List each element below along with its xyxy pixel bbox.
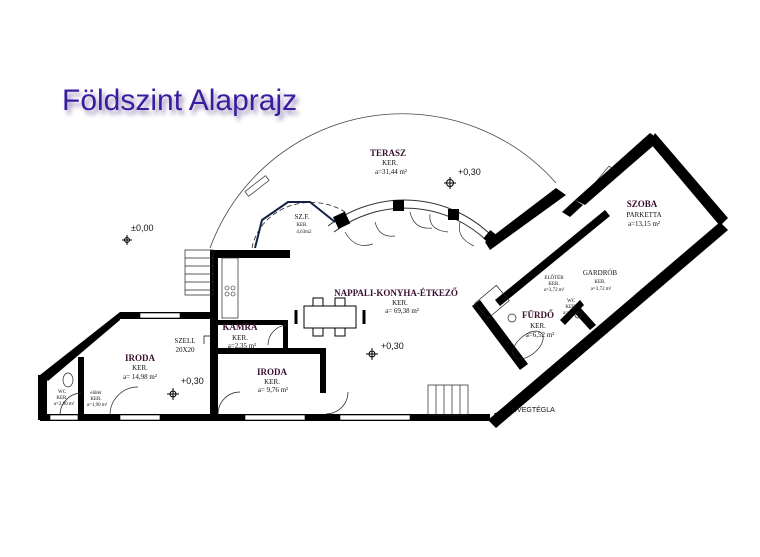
kitchen-counter bbox=[221, 257, 239, 319]
dining-table-icon bbox=[294, 297, 366, 337]
room-area-wc: a=1,5 m² bbox=[563, 310, 581, 316]
room-area-iroda-2: a= 9,76 m² bbox=[258, 386, 288, 394]
room-name-gardrob: GARDRÓB bbox=[583, 269, 618, 277]
curved-wall-inner bbox=[333, 207, 489, 243]
room-area-gardrob: a=3,72 m² bbox=[591, 286, 612, 292]
room-floor-furdo: KER. bbox=[530, 322, 546, 330]
room-name-iroda-2: IRODA bbox=[257, 367, 288, 377]
room-floor-eloter: KER. bbox=[548, 282, 559, 287]
uvegtegla-leader bbox=[493, 407, 511, 415]
door-swings bbox=[344, 211, 475, 247]
room-area-kamra: a=2,35 m² bbox=[228, 342, 257, 350]
room-area-furdo: a=6,52 m² bbox=[526, 331, 555, 339]
windows bbox=[49, 312, 411, 421]
room-floor-terasz: KER. bbox=[382, 159, 398, 167]
bathroom-fixtures bbox=[62, 284, 582, 388]
door-swings bbox=[59, 324, 349, 416]
szell-size: 20X20 bbox=[175, 346, 195, 354]
room-floor-nappali: KER. bbox=[392, 299, 408, 307]
stove-icon bbox=[224, 285, 236, 297]
walls bbox=[38, 133, 728, 428]
room-name-wc: WC bbox=[567, 299, 576, 304]
pillar bbox=[393, 200, 404, 211]
level-outside: ±0,00 bbox=[131, 223, 153, 233]
room-floor-wc: KER. bbox=[565, 305, 576, 310]
room-floor-iroda-2: KER. bbox=[264, 378, 280, 386]
room-area-iroda-1: a= 14,98 m² bbox=[123, 373, 157, 381]
room-name-kamra: KAMRA bbox=[223, 322, 258, 332]
room-name-szf: SZ.F. bbox=[294, 213, 309, 221]
level-iroda: +0,30 bbox=[181, 376, 204, 386]
staircase bbox=[184, 249, 469, 416]
room-floor-gardrob: KER. bbox=[594, 280, 605, 285]
szell-leader bbox=[203, 335, 210, 344]
room-floor-wc-2: KER. bbox=[56, 396, 67, 401]
room-area-terasz: a=31,44 m² bbox=[375, 168, 407, 176]
room-name-iroda-1: IRODA bbox=[125, 353, 156, 363]
room-area-szf: 4,63m2 bbox=[296, 230, 312, 235]
room-name-eloter: ELŐTÉR bbox=[544, 275, 564, 281]
room-area-eloter-2: a=1,90 m² bbox=[87, 402, 108, 408]
room-area-eloter: a=3,72 m² bbox=[544, 287, 565, 293]
room-name-wc-2: WC bbox=[58, 390, 67, 395]
pillar bbox=[448, 209, 459, 220]
room-name-furdo: FÜRDŐ bbox=[522, 310, 554, 320]
room-name-nappali: NAPPALI-KONYHA-ÉTKEZŐ bbox=[334, 288, 458, 298]
room-floor-szf: KER. bbox=[296, 223, 307, 228]
room-name-terasz: TERASZ bbox=[370, 148, 406, 158]
room-floor-eloter-2: KER. bbox=[90, 397, 101, 402]
uvegtegla-label: ÜVEGTÉGLA bbox=[512, 405, 555, 414]
terrace-outline-arc bbox=[209, 113, 557, 249]
storage-dashed-outline bbox=[251, 202, 346, 249]
level-nappali: +0,30 bbox=[381, 341, 404, 351]
terrace-bench bbox=[244, 175, 270, 197]
plan-title: Földszint Alaprajz bbox=[62, 84, 298, 117]
room-name-eloter-2: előtér bbox=[90, 391, 102, 396]
level-terasz: +0,30 bbox=[458, 167, 481, 177]
room-floor-iroda-1: KER. bbox=[132, 364, 148, 372]
pillar bbox=[333, 211, 351, 229]
level-marker-icon bbox=[122, 177, 456, 400]
curved-wall-outer bbox=[327, 199, 493, 237]
room-floor-kamra: KER. bbox=[232, 334, 248, 342]
room-area-nappali: a= 69,38 m² bbox=[385, 307, 419, 315]
room-name-szoba: SZOBA bbox=[627, 199, 658, 209]
room-area-szoba: a=13,15 m² bbox=[628, 220, 660, 228]
room-floor-szoba: PARKETTA bbox=[626, 211, 661, 219]
szell-label: SZELL bbox=[175, 337, 196, 345]
storage-wall bbox=[254, 201, 336, 249]
room-area-wc-2: a=2,00 m² bbox=[54, 401, 75, 407]
